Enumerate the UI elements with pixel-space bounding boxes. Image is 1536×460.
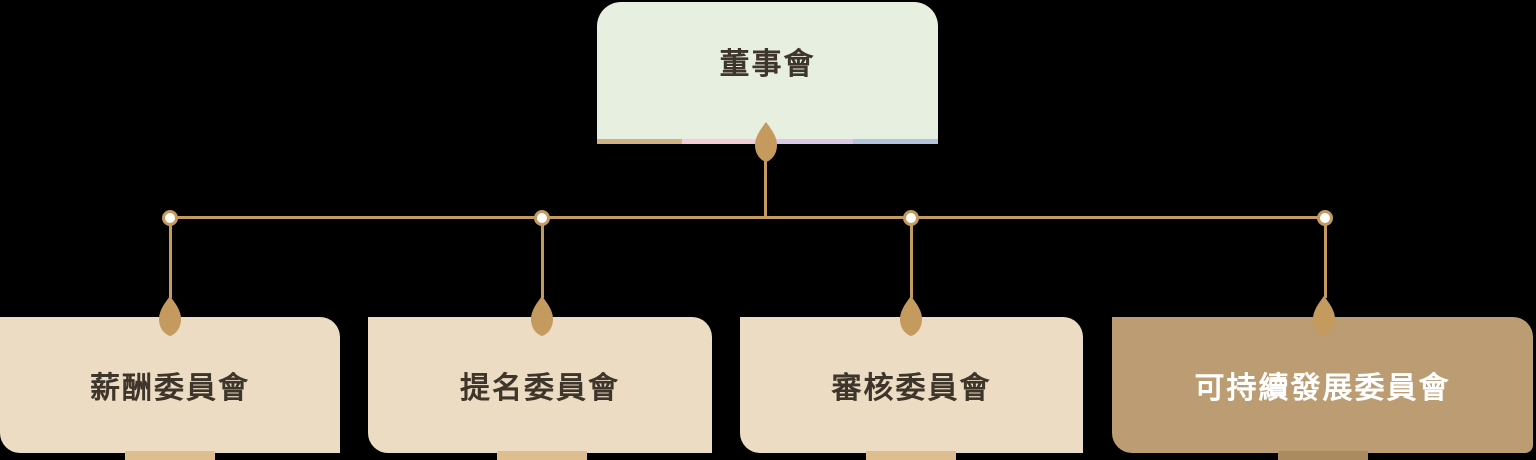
strip-segment-lavender [767, 139, 853, 144]
connector-node-dot [162, 210, 178, 226]
connector-vertical-1 [168, 224, 172, 298]
connector-vertical-3 [909, 224, 913, 298]
connector-vertical-2 [540, 224, 544, 298]
connector-horizontal [170, 216, 1325, 219]
leaf-icon [531, 296, 553, 336]
committee-node-audit: 審核委員會 [740, 317, 1083, 453]
board-accent-strip [597, 139, 938, 144]
connector-node-dot [534, 210, 550, 226]
connector-vertical-root [764, 156, 767, 218]
board-label: 董事會 [719, 48, 816, 81]
leaf-icon [1313, 296, 1335, 336]
board-node: 董事會 [597, 2, 938, 144]
committee-tab [125, 451, 215, 460]
committee-node-nomination: 提名委員會 [368, 317, 712, 453]
committee-node-sustainability: 可持續發展委員會 [1112, 317, 1533, 453]
leaf-icon [755, 122, 777, 162]
committee-label: 薪酬委員會 [90, 372, 250, 405]
committee-label: 審核委員會 [831, 372, 992, 405]
leaf-icon [900, 296, 922, 336]
strip-segment-tan [597, 139, 683, 144]
strip-segment-blue [852, 139, 938, 144]
leaf-icon [159, 296, 181, 336]
connector-node-dot [903, 210, 919, 226]
committee-node-remuneration: 薪酬委員會 [0, 317, 340, 453]
committee-label: 可持續發展委員會 [1194, 372, 1451, 405]
committee-label: 提名委員會 [460, 372, 620, 405]
connector-node-dot [1317, 210, 1333, 226]
committee-tab [866, 451, 956, 460]
committee-tab [1278, 451, 1368, 460]
connector-vertical-4 [1323, 224, 1327, 298]
committee-tab [497, 451, 587, 460]
strip-segment-pink [682, 139, 768, 144]
